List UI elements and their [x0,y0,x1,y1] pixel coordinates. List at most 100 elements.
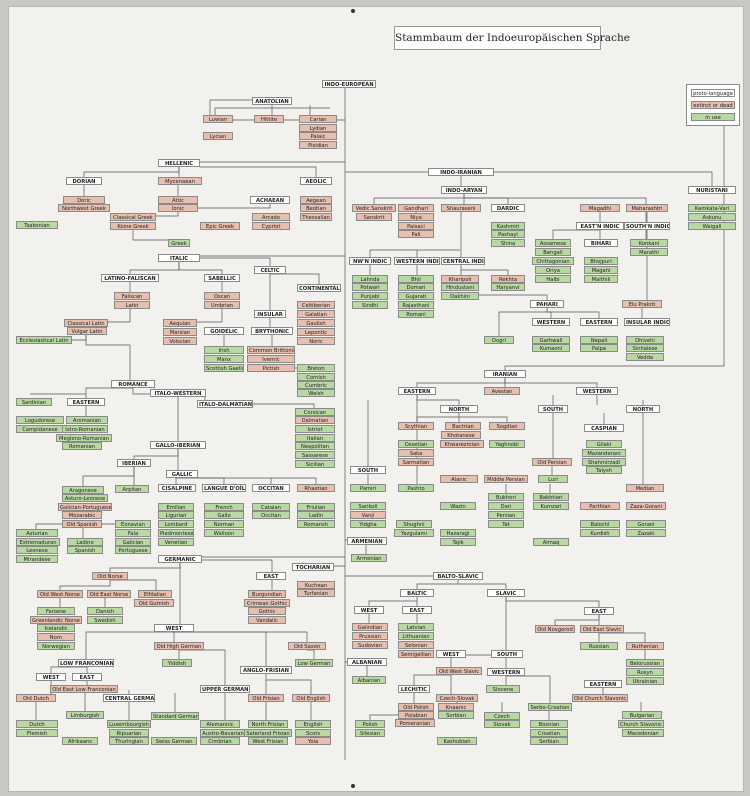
living-language: Sicilian [295,460,335,468]
living-language: Vedda [626,353,664,361]
branch-node: NURISTANI [688,186,736,194]
living-language: Sardinian [16,398,52,406]
living-language: Aimaq [533,538,569,546]
living-language: Spanish [67,546,103,554]
extinct-language: Alanic [440,475,478,483]
extinct-language: Galatian [297,310,335,318]
extinct-language: Old West Norse [37,590,83,598]
living-language: Slovak [484,720,520,728]
living-language: Eonavian [115,520,151,528]
branch-node: SLAVIC [487,589,525,597]
living-language: Ecclesiastical Latin [16,336,72,344]
extinct-language: Old Persian [532,458,572,466]
living-language: Dogri [484,336,514,344]
branch-node: UPPER GERMAN [200,685,250,693]
living-language: Emilian [158,503,194,511]
legend: proto-language extinct or dead in use [686,84,740,126]
branch-node: WESTERN [487,668,525,676]
living-language: Dutch [16,720,58,728]
extinct-language: Greenlandic Norse [30,616,82,624]
living-language: Wazin [440,502,476,510]
living-language: Kurdish [580,529,620,537]
branch-node: EAST'N INDIC [576,222,624,230]
branch-node: WESTERN [532,318,570,326]
branch-node: LATINO-FALISCAN [101,274,159,282]
poster-title: Stammbaum der Indoeuropäischen Sprache [394,26,630,50]
extinct-language: Elu Prakrit [622,300,662,308]
extinct-language: Kuchean [297,581,335,589]
extinct-language: Lepontic [297,328,335,336]
living-language: Campidanese [16,425,64,433]
branch-node: BALTO-SLAVIC [433,572,483,580]
living-language: Gallo [204,511,244,519]
living-language: French [204,503,244,511]
branch-node: CENTRAL INDIC [441,257,485,265]
living-language: Gilaki [586,440,622,448]
branch-node: TOCHARIAN [292,563,334,571]
branch-node: ROMANCE [111,380,155,388]
legend-proto: proto-language [691,89,735,97]
branch-node: WEST [36,673,66,681]
living-language: Fala [115,529,151,537]
branch-node: INDO-EUROPEAN [322,80,376,88]
living-language: Ladino [67,538,103,546]
living-language: Talysh [586,466,622,474]
living-language: Portuguese [115,546,151,554]
living-language: Aromanian [66,416,108,424]
extinct-language: Crimean Gothic [244,599,290,607]
extinct-language: Rhaetian [297,484,335,492]
extinct-language: Zaza-Gorani [626,502,666,510]
extinct-language: Turfanian [297,589,335,597]
extinct-language: Pomeranian [395,719,435,727]
extinct-language: Sogdian [489,422,525,430]
living-language: Waigali [688,222,736,230]
branch-node: ARMENIAN [347,537,387,545]
living-language: Swedish [87,616,123,624]
branch-node: INSULAR [254,310,286,318]
branch-node: WEST [154,624,194,632]
extinct-language: Bactrian [445,422,481,430]
extinct-language: Sanskrit [356,213,392,221]
extinct-language: Ionic [158,204,198,212]
branch-node: EASTERN [398,387,436,395]
branch-node: SOUTH'N INDIC [624,222,670,230]
extinct-language: Old West Slavic [436,667,482,675]
living-language: Tsakonian [16,221,58,229]
extinct-language: Old Church Slavonic [572,694,628,702]
living-language: Church Slavonic [618,720,664,728]
living-language: Ukrainian [626,677,664,685]
extinct-language: Thessalian [300,213,332,221]
living-language: Gorani [626,520,666,528]
extinct-language: Old Polish [398,703,434,711]
living-language: Macedonian [622,729,664,737]
living-language: Occitan [252,511,290,519]
living-language: Nepali [580,336,618,344]
living-language: Pashayi [491,230,525,238]
extinct-language: Oscan [204,292,240,300]
extinct-language: Galindian [352,623,388,631]
branch-node: ITALIC [158,254,200,262]
extinct-language: Old East Norse [87,590,131,598]
living-language: Cornish [297,373,335,381]
living-language: Armenian [351,554,387,562]
branch-node: EAST [402,606,432,614]
living-language: Latvian [398,623,434,631]
branch-node: CASPIAN [584,424,624,432]
living-language: Kumaoni [532,344,570,352]
living-language: Marathi [630,248,668,256]
living-language: Limburgish [66,711,104,719]
living-language: Ripuarian [109,729,149,737]
living-language: Haryanvi [491,283,525,291]
extinct-language: Mozarabic [62,511,102,519]
branch-node: CELTIC [254,266,286,274]
branch-node: SOUTH [491,650,523,658]
living-language: Sarikoli [350,502,386,510]
extinct-language: Lycian [203,132,233,140]
living-language: Irish [204,346,244,354]
living-language: Luri [538,475,568,483]
pin-bottom [351,784,355,788]
branch-node: GOIDELIC [204,327,244,335]
branch-node: LANGUE D'OÏL [202,484,246,492]
extinct-language: Galician-Portuguese [58,503,112,511]
living-language: Lahnda [352,275,388,283]
